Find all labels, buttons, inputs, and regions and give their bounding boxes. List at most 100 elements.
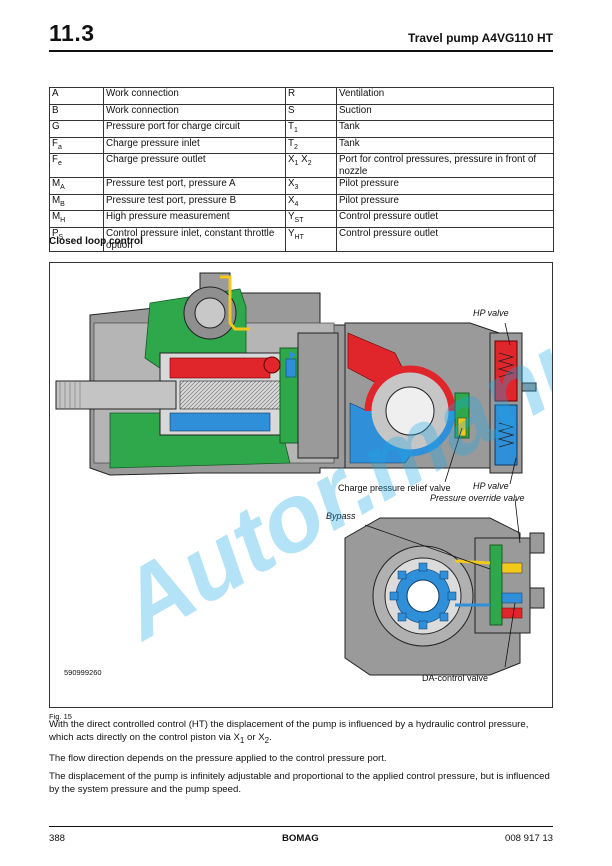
port-code-2: T2 (285, 136, 337, 155)
port-code-2-subscript: 4 (294, 200, 299, 208)
port-code: Fa (49, 136, 104, 155)
port-code-subscript: A (60, 184, 65, 192)
port-code-2: R (285, 87, 337, 105)
label-hp-valve-top: HP valve (473, 308, 509, 318)
page-title: Travel pump A4VG110 HT (408, 31, 553, 45)
port-code-2-symbol: T (288, 121, 294, 133)
port-code-subscript: B (60, 200, 65, 208)
port-code-subscript: e (57, 160, 62, 168)
port-code-symbol: G (52, 121, 60, 133)
port-code-symbol: F (52, 137, 58, 149)
port-code-2-symbol: X (288, 178, 295, 190)
port-description: Charge pressure inlet (103, 136, 286, 155)
port-code-symbol: M (52, 211, 61, 223)
port-code-2: T1 (285, 120, 337, 138)
port-code-2-symbol: X (288, 154, 295, 166)
label-hp-valve-bottom: HP valve (473, 481, 509, 491)
label-charge-relief: Charge pressure relief valve (338, 483, 451, 493)
pump-illustration: HP valve Charge pressure relief valve HP… (55, 263, 552, 683)
port-code: G (49, 120, 104, 138)
port-code-2-subscript: 3 (294, 184, 299, 192)
label-bypass: Bypass (326, 511, 356, 521)
body-paragraph-2: The flow direction depends on the pressu… (49, 753, 387, 764)
port-code: MA (49, 177, 104, 195)
port-code-2-symbol: S (288, 104, 295, 116)
port-code-2-subscript: 2 (293, 143, 298, 151)
port-code-2-symbol: Y (288, 211, 295, 223)
port-code: MB (49, 193, 104, 212)
port-code-symbol: B (52, 104, 59, 116)
port-code-symbol: M (52, 194, 61, 206)
pump-figure: HP valve Charge pressure relief valve HP… (49, 262, 553, 708)
header-rule (49, 50, 553, 52)
p1-text-a: With the direct controlled control (HT) … (49, 719, 529, 743)
p1-text-b: or X (244, 732, 265, 743)
port-code-2-subscript: HT (294, 233, 304, 241)
port-description: Pressure port for charge circuit (103, 120, 286, 138)
port-code-2: YHT (285, 227, 337, 253)
label-da-control: DA-control valve (422, 673, 488, 683)
port-description-2: Pilot pressure (336, 193, 554, 212)
port-code-symbol: A (52, 88, 59, 99)
port-description: Charge pressure outlet (103, 153, 286, 179)
leader-lines (364, 322, 521, 668)
port-code-subscript: S (58, 233, 64, 241)
port-code: MH (49, 210, 104, 229)
port-code: A (49, 87, 104, 105)
port-code: B (49, 103, 104, 122)
port-code-symbol: M (52, 178, 61, 190)
port-description: Work connection (103, 103, 286, 122)
port-code-symbol: F (52, 154, 58, 166)
p1-text-c: . (269, 732, 272, 743)
port-code-symbol: P (52, 228, 59, 240)
port-description: Pressure test port, pressure B (103, 193, 286, 212)
port-description-2: Suction (336, 103, 554, 122)
control-valve-view (344, 517, 545, 676)
port-code-2-subscript-b: 2 (307, 160, 312, 168)
section-number: 11.3 (49, 20, 95, 46)
port-code-2-symbol: R (288, 88, 296, 99)
port-code: Fe (49, 153, 104, 179)
document-number: 008 917 13 (504, 833, 553, 844)
port-code-2: X1 X2 (285, 153, 337, 179)
port-description-2: Tank (336, 136, 554, 155)
port-code-subscript: a (57, 143, 62, 151)
footer-brand: BOMAG (282, 833, 319, 844)
port-code-2-subscript: ST (294, 217, 304, 225)
body-paragraph-1: With the direct controlled control (HT) … (49, 718, 555, 747)
end-cover-view (344, 322, 537, 474)
port-code-2-symbol: T (288, 137, 294, 149)
port-code-2: X4 (285, 193, 337, 212)
body-paragraph-3: The displacement of the pump is infinite… (49, 771, 550, 795)
footer-rule (49, 826, 553, 827)
pump-section-view (55, 272, 346, 476)
port-description-2: Tank (336, 120, 554, 138)
port-code-2-symbol-b: X (298, 154, 308, 166)
port-code-2: S (285, 103, 337, 122)
port-code-2-subscript: 1 (294, 160, 299, 168)
port-description-2: Ventilation (336, 87, 554, 105)
port-description-2: Port for control pressures, pressure in … (336, 153, 554, 179)
port-code-subscript: H (60, 217, 66, 225)
port-code: PS (49, 227, 104, 253)
figure-caption: Fig. 15 (49, 712, 72, 721)
port-description: Work connection (103, 87, 286, 105)
p1-sub-1: 1 (239, 735, 245, 745)
page-number: 388 (49, 833, 66, 844)
port-description-2: Control pressure outlet (336, 227, 554, 253)
section-heading: Closed loop control (49, 236, 143, 247)
label-pressure-override: Pressure override valve (430, 493, 525, 503)
port-description: High pressure measurement (103, 210, 286, 229)
port-code-2-symbol: Y (288, 228, 295, 240)
figure-code: 590999260 (64, 668, 102, 677)
port-code-2-subscript: 1 (293, 127, 298, 135)
